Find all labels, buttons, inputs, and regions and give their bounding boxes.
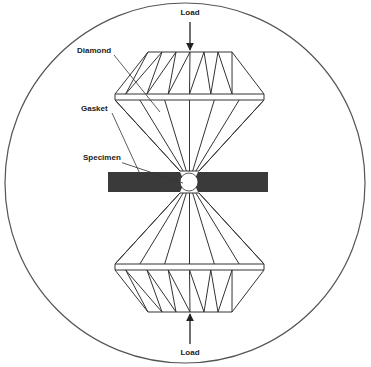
load-label: Load [179, 8, 200, 18]
load-arrow [189, 22, 190, 50]
part-label: Diamond [76, 46, 112, 56]
diamond-anvils [115, 52, 264, 312]
load-arrow [189, 314, 190, 344]
gasket-plate [108, 172, 268, 192]
part-label: Gasket [80, 104, 109, 114]
leader-line [120, 162, 183, 183]
part-label: Specimen [82, 153, 122, 163]
view-circle [5, 3, 365, 363]
leader-line [112, 113, 140, 174]
load-label: Load [179, 348, 200, 358]
leader-line [114, 55, 160, 112]
specimen-chamber [180, 173, 198, 191]
